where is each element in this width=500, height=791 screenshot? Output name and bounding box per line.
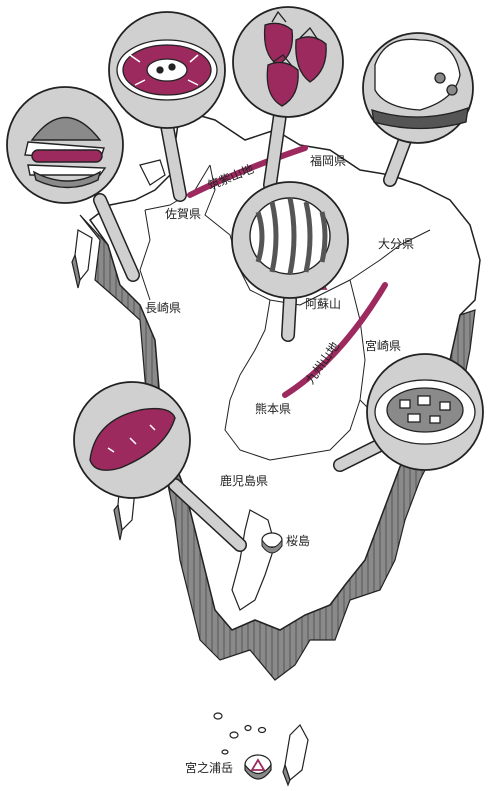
label-oita: 大分県: [378, 237, 414, 251]
sweet-potato-icon: [89, 407, 176, 471]
lens-sweet-potato: [73, 381, 247, 552]
label-kumamoto: 熊本県: [255, 401, 291, 416]
miyanoura-marker: [250, 758, 266, 771]
kyushu-mountains-line: [282, 282, 388, 398]
label-miyazaki: 宮崎県: [365, 338, 401, 353]
lens-rice-dish: [333, 353, 484, 472]
label-kagoshima: 鹿児島県: [220, 473, 268, 488]
label-fukuoka: 福岡県: [310, 153, 346, 168]
tanegashima: [284, 724, 309, 782]
ariake-bowl-icon: [116, 39, 218, 101]
label-miyanoura: 宮之浦岳: [185, 760, 233, 775]
lens-strawberries: [232, 6, 344, 192]
karaage-icon: [371, 38, 469, 130]
rice-dish-icon: [374, 379, 476, 445]
label-saga: 佐賀県: [165, 207, 201, 221]
lens-karaage: [362, 32, 474, 187]
tsukushi-mountains-line: [187, 145, 308, 198]
label-aso: 阿蘇山: [305, 297, 341, 311]
lens-hamburger: [6, 86, 140, 282]
hamburger-icon: [24, 116, 107, 189]
label-sakurajima: 桜島: [286, 533, 310, 548]
lens-watermelon: [231, 181, 349, 342]
strawberries-icon: [263, 10, 327, 107]
lens-bowl: [108, 11, 226, 202]
watermelon-icon: [249, 197, 331, 275]
label-nagasaki: 長崎県: [145, 301, 181, 315]
sakurajima-cliff: [261, 538, 283, 554]
